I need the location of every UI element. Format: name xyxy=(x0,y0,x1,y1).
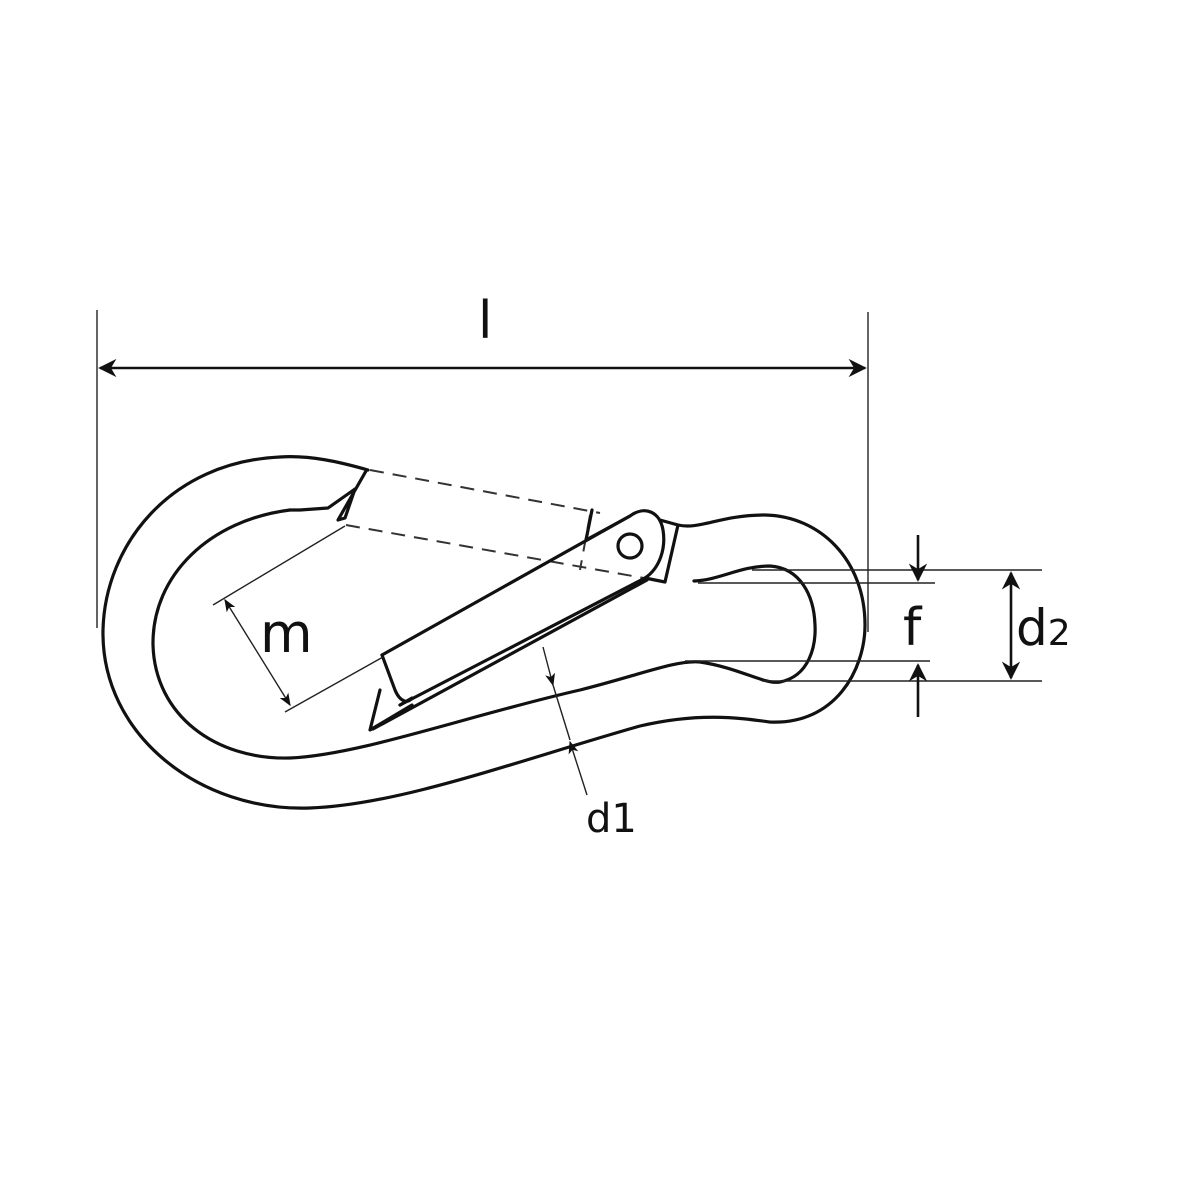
wire-dimension: d1 xyxy=(542,646,637,842)
opening-dimension: m xyxy=(212,525,384,713)
spring-gate xyxy=(368,508,680,732)
hook-body xyxy=(101,455,867,810)
m-extension-top xyxy=(212,525,346,606)
d1-arrow-top xyxy=(542,646,555,687)
gate-tip xyxy=(380,653,414,707)
d1-arrow-bottom xyxy=(568,740,588,796)
label-l: l xyxy=(478,291,492,351)
hook-nose xyxy=(288,469,368,522)
hinge-pin xyxy=(616,532,644,560)
label-d1: d1 xyxy=(586,796,637,842)
hook-inner-outline xyxy=(151,508,817,760)
label-m: m xyxy=(260,602,313,665)
gate-body xyxy=(380,509,666,707)
gate-barb xyxy=(368,688,414,732)
gate-lower-edge xyxy=(371,578,649,731)
length-dimension xyxy=(96,310,869,632)
m-extension-bottom xyxy=(284,656,384,713)
label-d2: d2 xyxy=(1016,599,1071,657)
label-f: f xyxy=(903,598,923,658)
phantom-line-top xyxy=(369,469,601,514)
gate-hinge-bracket xyxy=(584,508,680,584)
eye-dimensions: f d2 xyxy=(685,535,1071,717)
phantom-line-bottom xyxy=(345,524,656,581)
m-dimension-line xyxy=(224,598,291,707)
hook-outer-outline xyxy=(101,455,867,810)
gate-closed-phantom xyxy=(345,469,656,581)
d1-between xyxy=(552,684,571,741)
